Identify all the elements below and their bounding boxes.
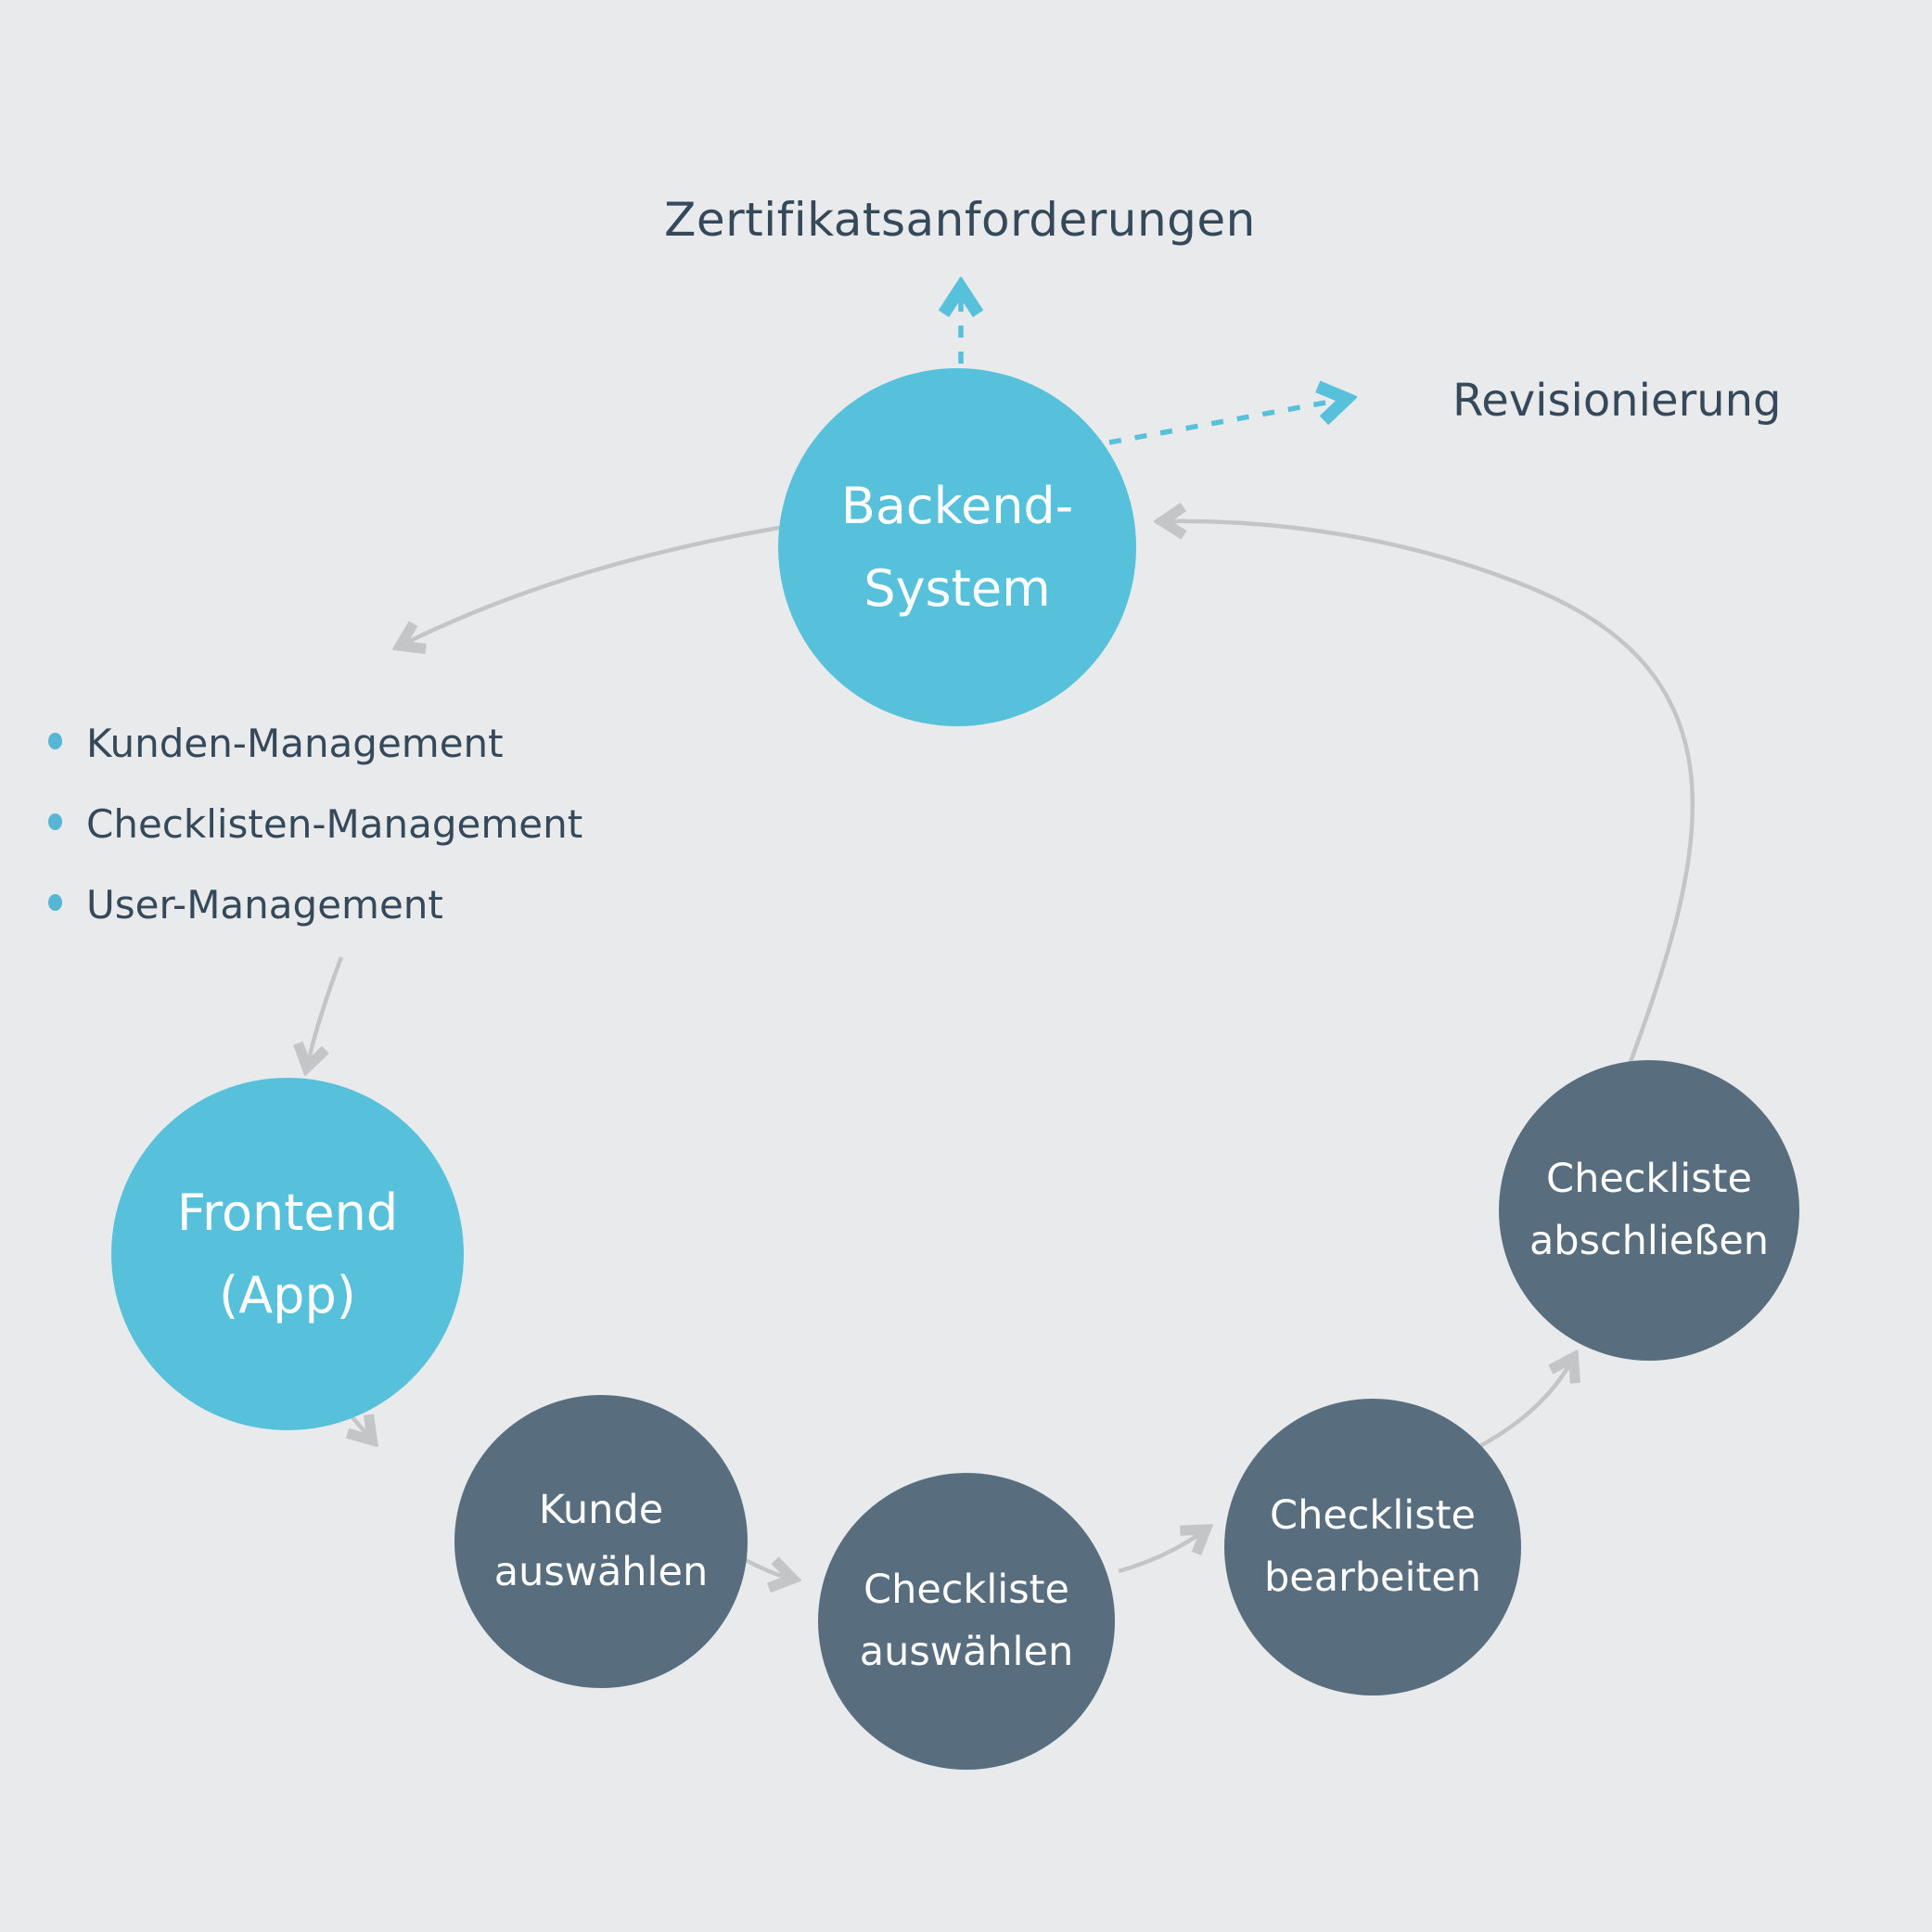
node-label-line: Checkliste xyxy=(864,1567,1069,1614)
management-list: Kunden-Management Checklisten-Management… xyxy=(48,703,582,945)
node-label-line: Checkliste xyxy=(1270,1492,1476,1540)
step-checkliste-abschliessen-node: Checkliste abschließen xyxy=(1499,1060,1799,1361)
node-label-line: auswählen xyxy=(859,1629,1074,1675)
node-label-line: Frontend xyxy=(176,1183,399,1242)
node-label-line: System xyxy=(864,559,1051,618)
arrow-bearbeiten-to-abschliessen xyxy=(1477,1362,1571,1449)
bullet-icon xyxy=(48,812,62,830)
backend-system-node: Backend- System xyxy=(778,368,1136,726)
bullet-icon xyxy=(48,732,62,749)
list-item-label: Kunden-Management xyxy=(86,721,504,766)
arrow-abschliessen-to-backend xyxy=(1167,521,1695,1068)
step-checkliste-auswaehlen-node: Checkliste auswählen xyxy=(818,1473,1115,1770)
zertifikatsanforderungen-label: Zertifikatsanforderungen xyxy=(664,193,1256,247)
frontend-app-node: Frontend (App) xyxy=(111,1078,464,1430)
dashed-arrow-revisionierung xyxy=(1108,400,1341,445)
arrow-backend-to-management-list xyxy=(404,524,786,644)
revisionierung-label: Revisionierung xyxy=(1452,375,1782,427)
node-label-line: Kunde xyxy=(538,1487,664,1534)
list-item-kunden-management: Kunden-Management xyxy=(48,703,582,784)
node-label-line: bearbeiten xyxy=(1263,1555,1482,1601)
step-checkliste-bearbeiten-node: Checkliste bearbeiten xyxy=(1224,1399,1521,1695)
bullet-icon xyxy=(48,893,62,911)
node-label-line: abschließen xyxy=(1529,1218,1770,1264)
node-label-line: auswählen xyxy=(493,1549,709,1595)
list-item-user-management: User-Management xyxy=(48,864,582,945)
arrow-auswaehlen-to-bearbeiten xyxy=(1118,1532,1202,1574)
node-label-line: Backend- xyxy=(840,476,1074,535)
node-label-line: Checkliste xyxy=(1546,1156,1752,1203)
arrow-management-list-to-frontend xyxy=(308,956,344,1063)
list-item-label: Checklisten-Management xyxy=(86,801,583,847)
node-label-line: (App) xyxy=(219,1266,356,1324)
list-item-label: User-Management xyxy=(86,882,443,928)
list-item-checklisten-management: Checklisten-Management xyxy=(48,784,582,864)
step-kunde-auswaehlen-node: Kunde auswählen xyxy=(454,1395,748,1688)
arrow-kunde-to-checkliste-auswaehlen xyxy=(740,1556,788,1578)
